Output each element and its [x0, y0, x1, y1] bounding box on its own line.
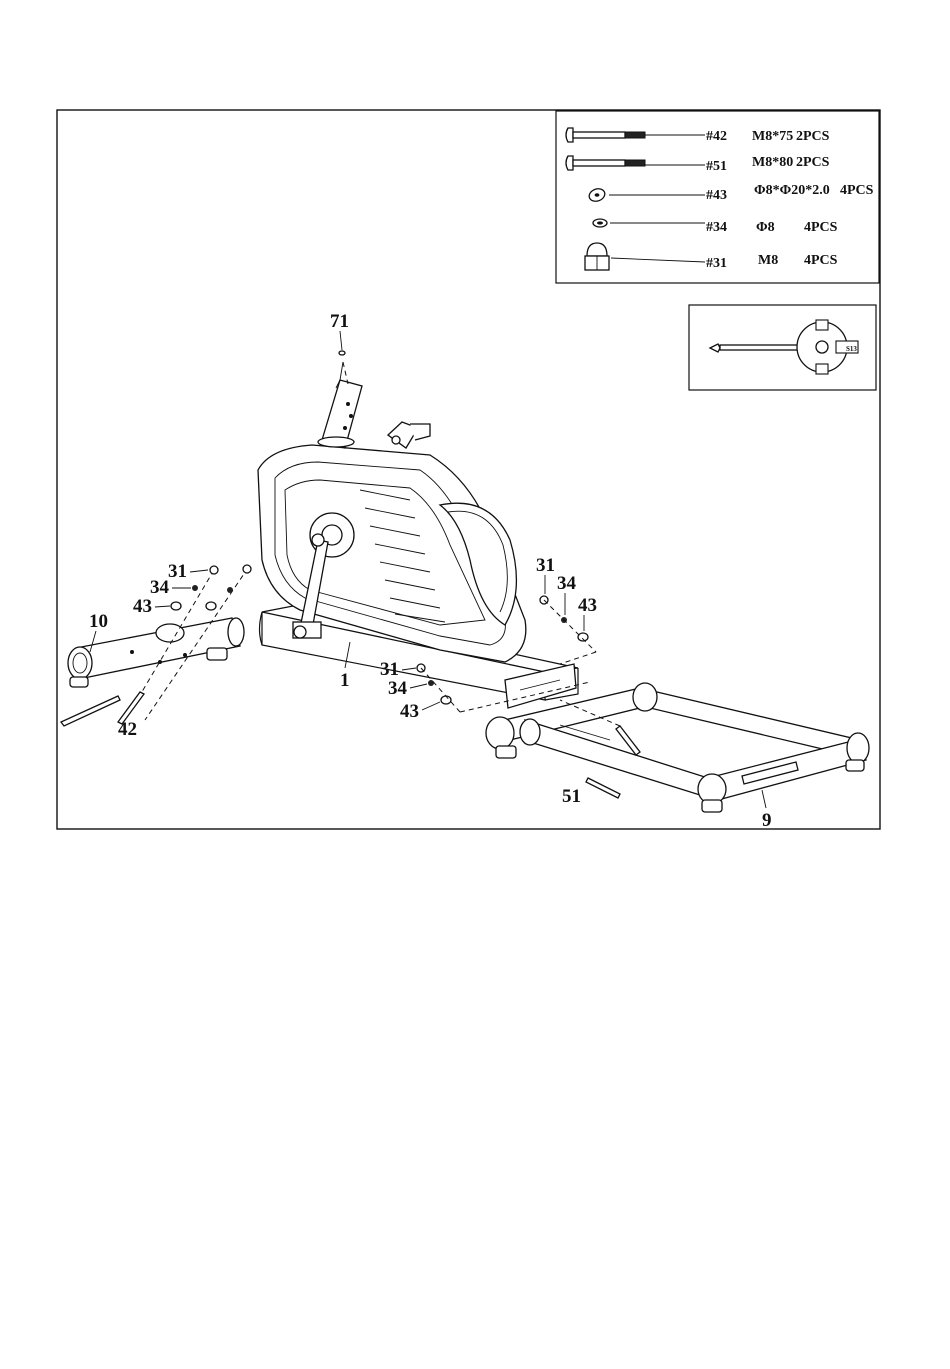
hardware-box: #42 M8*75 2PCS #51 M8*80 2PCS #43 Φ8*Φ20… — [556, 111, 879, 283]
cap-nut-31-icon — [585, 243, 609, 270]
callout-10: 10 — [89, 611, 108, 632]
wrench-screwdriver-icon — [710, 320, 858, 374]
callout-31-left: 31 — [168, 561, 187, 582]
spring-washer-34-icon — [593, 219, 607, 227]
callout-34-left: 34 — [150, 577, 170, 598]
hw-43-spec: Φ8*Φ20*2.0 — [754, 183, 830, 198]
callout-51: 51 — [562, 786, 581, 807]
handlebar-bracket — [388, 422, 430, 448]
callout-71: 71 — [330, 311, 349, 332]
hw-43-part: #43 — [706, 188, 727, 203]
hw-34-spec: Φ8 — [756, 220, 775, 235]
hw-51-qty: 2PCS — [796, 155, 830, 170]
hw-42-qty: 2PCS — [796, 129, 830, 144]
callout-34-right: 34 — [557, 573, 577, 594]
callout-9: 9 — [762, 810, 772, 831]
rear-stabilizer — [486, 683, 869, 812]
seat-post-tube — [318, 351, 362, 448]
hw-31-spec: M8 — [758, 253, 778, 268]
bolt-51-icon — [566, 156, 645, 170]
hw-31-qty: 4PCS — [804, 253, 838, 268]
hw-42-spec: M8*75 — [752, 129, 793, 144]
callout-43-mid: 43 — [400, 701, 419, 722]
callout-43-left: 43 — [133, 596, 152, 617]
callout-34-mid: 34 — [388, 678, 408, 699]
tool-size-label: S13 — [846, 345, 857, 353]
callout-31-mid: 31 — [380, 659, 399, 680]
bolt-42-icon — [566, 128, 645, 142]
hw-51-part: #51 — [706, 159, 727, 174]
hw-42-part: #42 — [706, 129, 727, 144]
hw-34-qty: 4PCS — [804, 220, 838, 235]
tool-box: S13 — [689, 305, 876, 390]
hw-34-part: #34 — [706, 220, 727, 235]
hw-31-part: #31 — [706, 256, 727, 271]
callout-1: 1 — [340, 670, 350, 691]
hw-43-qty: 4PCS — [840, 183, 874, 198]
callout-42: 42 — [118, 719, 137, 740]
curved-washer-43-icon — [587, 187, 606, 204]
callout-31-right: 31 — [536, 555, 555, 576]
callout-43-right: 43 — [578, 595, 597, 616]
hw-51-spec: M8*80 — [752, 155, 793, 170]
